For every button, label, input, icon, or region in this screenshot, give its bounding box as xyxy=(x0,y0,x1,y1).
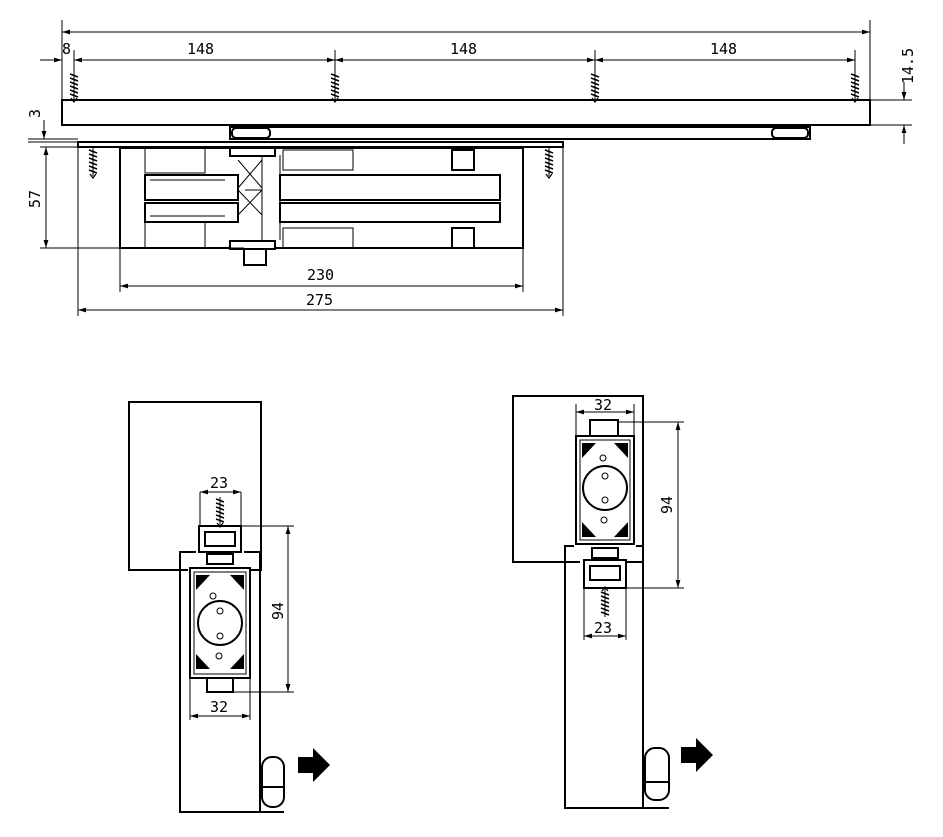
dim-left-top-width: 23 xyxy=(210,474,228,492)
dim-right-height: 14.5 xyxy=(899,48,917,84)
screw-icon xyxy=(600,586,610,618)
dim-body-height: 57 xyxy=(26,190,44,208)
section-left: 23 94 32 xyxy=(128,401,330,813)
arrow-right-icon xyxy=(681,738,713,772)
arrow-right-icon xyxy=(298,748,330,782)
mounting-plate xyxy=(61,99,871,126)
screw-icon xyxy=(544,147,554,179)
dim-right-top-width: 32 xyxy=(594,396,612,414)
hinge-icon xyxy=(261,756,285,808)
dim-gap: 3 xyxy=(26,109,44,118)
dim-right-height: 94 xyxy=(658,496,676,514)
dim-spacing-2: 148 xyxy=(450,40,477,58)
dim-plate-length: 275 xyxy=(306,291,333,309)
section-right: 32 94 23 xyxy=(512,395,713,809)
frame-section xyxy=(512,395,644,563)
dim-right-bottom-width: 23 xyxy=(594,619,612,637)
dim-spacing-3: 148 xyxy=(710,40,737,58)
screw-icon xyxy=(215,496,225,528)
closer-body xyxy=(119,147,524,266)
screw-icon xyxy=(88,147,98,179)
top-view: 8 148 148 148 14.5 3 57 230 xyxy=(26,20,917,316)
slide-arm xyxy=(229,126,811,140)
dimension-lines: 8 148 148 148 14.5 3 57 230 xyxy=(26,20,917,316)
dim-left-height: 94 xyxy=(269,602,287,620)
hinge-icon xyxy=(644,747,670,801)
base-plate xyxy=(77,141,564,148)
dim-left-bottom-width: 32 xyxy=(210,698,228,716)
dim-spacing-1: 148 xyxy=(187,40,214,58)
dim-body-length: 230 xyxy=(307,266,334,284)
dim-edge-offset: 8 xyxy=(62,40,71,58)
